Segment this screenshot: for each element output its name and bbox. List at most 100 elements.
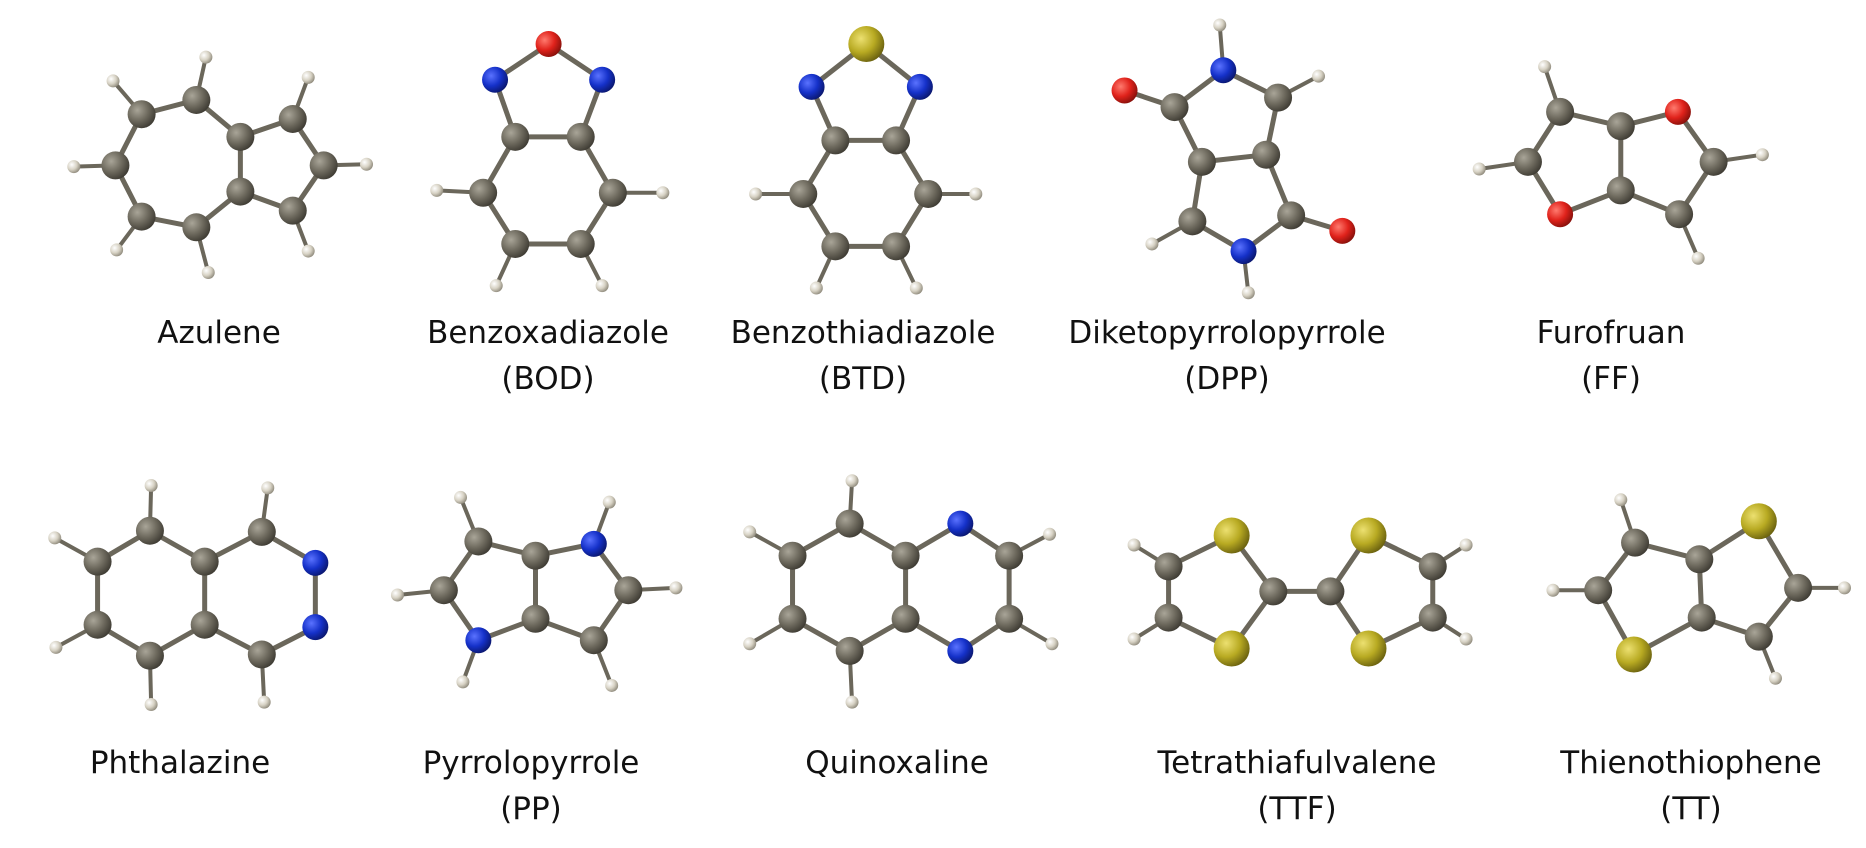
benzoxadiazole-atoms xyxy=(430,31,670,293)
nitrogen-atom xyxy=(302,549,329,576)
molecule-name: Tetrathiafulvalene xyxy=(1157,745,1437,781)
carbon-atom xyxy=(83,610,112,639)
carbon-atom xyxy=(501,229,530,258)
carbon-atom xyxy=(226,177,255,206)
label-pyrrolopyrrole: Pyrrolopyrrole (PP) xyxy=(351,740,711,832)
molecule-abbreviation: (DPP) xyxy=(1184,361,1270,397)
carbon-atom xyxy=(1546,97,1575,126)
carbon-atom xyxy=(566,122,595,151)
phthalazine-bonds xyxy=(52,483,318,707)
hydrogen-atom xyxy=(144,479,158,493)
carbon-atom xyxy=(789,179,818,208)
hydrogen-atom xyxy=(669,581,683,595)
carbon-atom xyxy=(1252,140,1281,169)
carbon-atom xyxy=(1685,545,1714,574)
diketopyrrolopyrrole-atoms xyxy=(1111,18,1356,300)
oxygen-atom xyxy=(1111,77,1138,104)
nitrogen-atom xyxy=(947,637,974,664)
carbon-atom xyxy=(1699,147,1728,176)
hydrogen-atom xyxy=(1127,632,1141,646)
carbon-atom xyxy=(914,179,943,208)
molecule-abbreviation: (FF) xyxy=(1581,361,1641,397)
carbon-atom xyxy=(821,232,850,261)
hydrogen-atom xyxy=(48,531,62,545)
hydrogen-atom xyxy=(301,70,315,84)
carbon-atom xyxy=(1621,528,1650,557)
nitrogen-atom xyxy=(798,73,825,100)
benzothiadiazole-atoms xyxy=(749,26,983,295)
label-benzoxadiazole: Benzoxadiazole (BOD) xyxy=(368,310,728,402)
sulfur-atom xyxy=(1350,517,1387,554)
pyrrolopyrrole-atoms xyxy=(390,490,683,692)
carbon-atom xyxy=(464,527,493,556)
sulfur-atom xyxy=(1350,630,1387,667)
oxygen-atom xyxy=(1547,201,1574,228)
carbon-atom xyxy=(1187,147,1216,176)
hydrogen-atom xyxy=(390,588,404,602)
nitrogen-atom xyxy=(947,510,974,537)
molecule-abbreviation: (BTD) xyxy=(818,361,908,397)
benzoxadiazole-bonds xyxy=(434,41,665,288)
carbon-atom xyxy=(127,100,156,129)
hydrogen-atom xyxy=(909,281,923,295)
carbon-atom xyxy=(135,641,164,670)
tetrathiafulvalene-bonds xyxy=(1132,533,1469,652)
hydrogen-atom xyxy=(67,160,81,174)
molecule-name: Benzoxadiazole xyxy=(427,315,669,351)
nitrogen-atom xyxy=(580,530,607,557)
hydrogen-atom xyxy=(144,697,158,711)
carbon-atom xyxy=(882,126,911,155)
molecule-abbreviation: (TTF) xyxy=(1257,791,1337,827)
carbon-atom xyxy=(614,576,643,605)
hydrogen-atom xyxy=(1755,148,1769,162)
nitrogen-atom xyxy=(465,627,492,654)
carbon-atom xyxy=(835,509,864,538)
nitrogen-atom xyxy=(1230,238,1257,265)
carbon-atom xyxy=(1744,622,1773,651)
hydrogen-atom xyxy=(969,187,983,201)
carbon-atom xyxy=(821,126,850,155)
carbon-atom xyxy=(1584,576,1613,605)
carbon-atom xyxy=(1178,207,1207,236)
hydrogen-atom xyxy=(845,474,859,488)
label-azulene: Azulene xyxy=(39,310,399,356)
hydrogen-atom xyxy=(809,281,823,295)
hydrogen-atom xyxy=(1459,538,1473,552)
hydrogen-atom xyxy=(1145,237,1159,251)
molecule-abbreviation: (TT) xyxy=(1660,791,1722,827)
hydrogen-atom xyxy=(261,481,275,495)
nitrogen-atom xyxy=(906,73,933,100)
hydrogen-atom xyxy=(106,74,120,88)
label-thienothiophene: Thienothiophene (TT) xyxy=(1511,740,1866,832)
hydrogen-atom xyxy=(1241,286,1255,300)
carbon-atom xyxy=(278,196,307,225)
hydrogen-atom xyxy=(605,678,619,692)
carbon-atom xyxy=(778,541,807,570)
molecule-name: Benzothiadiazole xyxy=(730,315,996,351)
hydrogen-atom xyxy=(1472,162,1486,176)
hydrogen-atom xyxy=(1691,251,1705,265)
carbon-atom xyxy=(190,610,219,639)
oxygen-atom xyxy=(1664,98,1691,125)
carbon-atom xyxy=(579,626,608,655)
hydrogen-atom xyxy=(1459,632,1473,646)
carbon-atom xyxy=(778,604,807,633)
hydrogen-atom xyxy=(257,695,271,709)
hydrogen-atom xyxy=(489,279,503,293)
hydrogen-atom xyxy=(49,640,63,654)
phthalazine-atoms xyxy=(48,479,329,711)
carbon-atom xyxy=(429,576,458,605)
sulfur-atom xyxy=(1615,636,1652,673)
carbon-atom xyxy=(278,105,307,133)
carbon-atom xyxy=(101,151,130,180)
molecule-name: Phthalazine xyxy=(89,745,271,781)
hydrogen-atom xyxy=(1043,527,1057,541)
carbon-atom xyxy=(127,202,156,231)
nitrogen-atom xyxy=(589,66,616,93)
carbon-atom xyxy=(226,122,255,151)
label-phthalazine: Phthalazine xyxy=(0,740,360,786)
hydrogen-atom xyxy=(1768,671,1782,685)
molecule-name: Pyrrolopyrrole xyxy=(422,745,640,781)
carbon-atom xyxy=(135,516,164,545)
carbon-atom xyxy=(882,232,911,261)
